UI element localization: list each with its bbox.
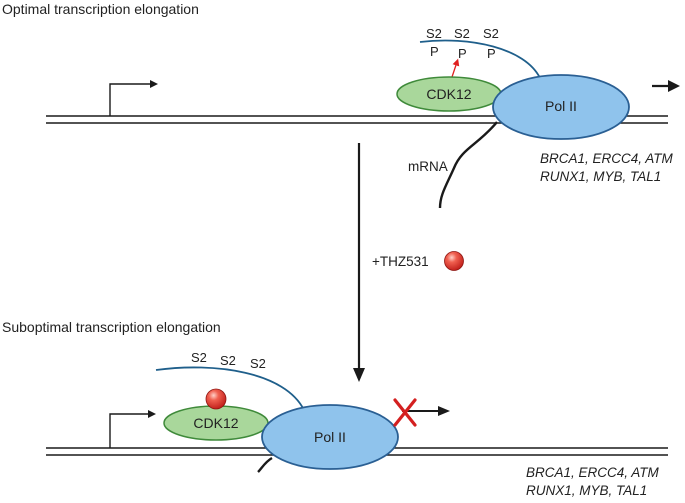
promoter-arrow	[109, 413, 148, 448]
elongation-arrowhead-icon	[668, 80, 680, 92]
promoter-arrowhead-icon	[148, 410, 156, 418]
serine-label: S2	[426, 26, 442, 41]
ctd-tail	[419, 39, 541, 79]
mrna-label: mRNA	[408, 159, 448, 174]
phospho-label: P	[458, 46, 467, 61]
top-panel-title: Optimal transcription elongation	[2, 1, 199, 17]
phospho-label: P	[487, 46, 496, 61]
pol2-enzyme	[261, 404, 399, 470]
cdk12-label: CDK12	[426, 86, 471, 102]
gene-list-line: BRCA1, ERCC4, ATM	[540, 151, 674, 166]
pol2-enzyme	[492, 74, 630, 140]
serine-label: S2	[191, 350, 207, 365]
blocked-elongation-arrowhead-icon	[438, 406, 450, 416]
mrna-strand	[438, 121, 498, 209]
treatment-arrowhead-icon	[353, 368, 365, 382]
thz531-inhibitor-icon	[205, 388, 227, 410]
pol2-label: Pol II	[314, 429, 346, 445]
cdk12-label: CDK12	[193, 415, 238, 431]
treatment: +THZ531	[353, 143, 464, 382]
promoter-arrow	[109, 83, 150, 116]
gene-list-line: RUNX1, MYB, TAL1	[526, 483, 647, 498]
serine-label: S2	[483, 26, 499, 41]
serine-label: S2	[220, 353, 236, 368]
bottom-panel-title: Suboptimal transcription elongation	[2, 319, 221, 335]
mrna-stub	[257, 456, 273, 473]
pol2-label: Pol II	[545, 98, 577, 114]
phospho-label: P	[430, 44, 439, 59]
treatment-label: +THZ531	[372, 254, 429, 269]
ctd-tail	[155, 366, 305, 411]
bottom-panel: Suboptimal transcription elongation S2 S…	[2, 319, 668, 498]
serine-label: S2	[454, 26, 470, 41]
block-cross-icon	[393, 398, 417, 427]
gene-list-line: RUNX1, MYB, TAL1	[540, 169, 661, 184]
gene-list-line: BRCA1, ERCC4, ATM	[526, 465, 660, 480]
top-panel: Optimal transcription elongation S2 S2 S…	[2, 1, 680, 209]
thz531-inhibitor-icon	[444, 251, 464, 271]
promoter-arrowhead-icon	[150, 80, 158, 88]
serine-label: S2	[250, 356, 266, 371]
